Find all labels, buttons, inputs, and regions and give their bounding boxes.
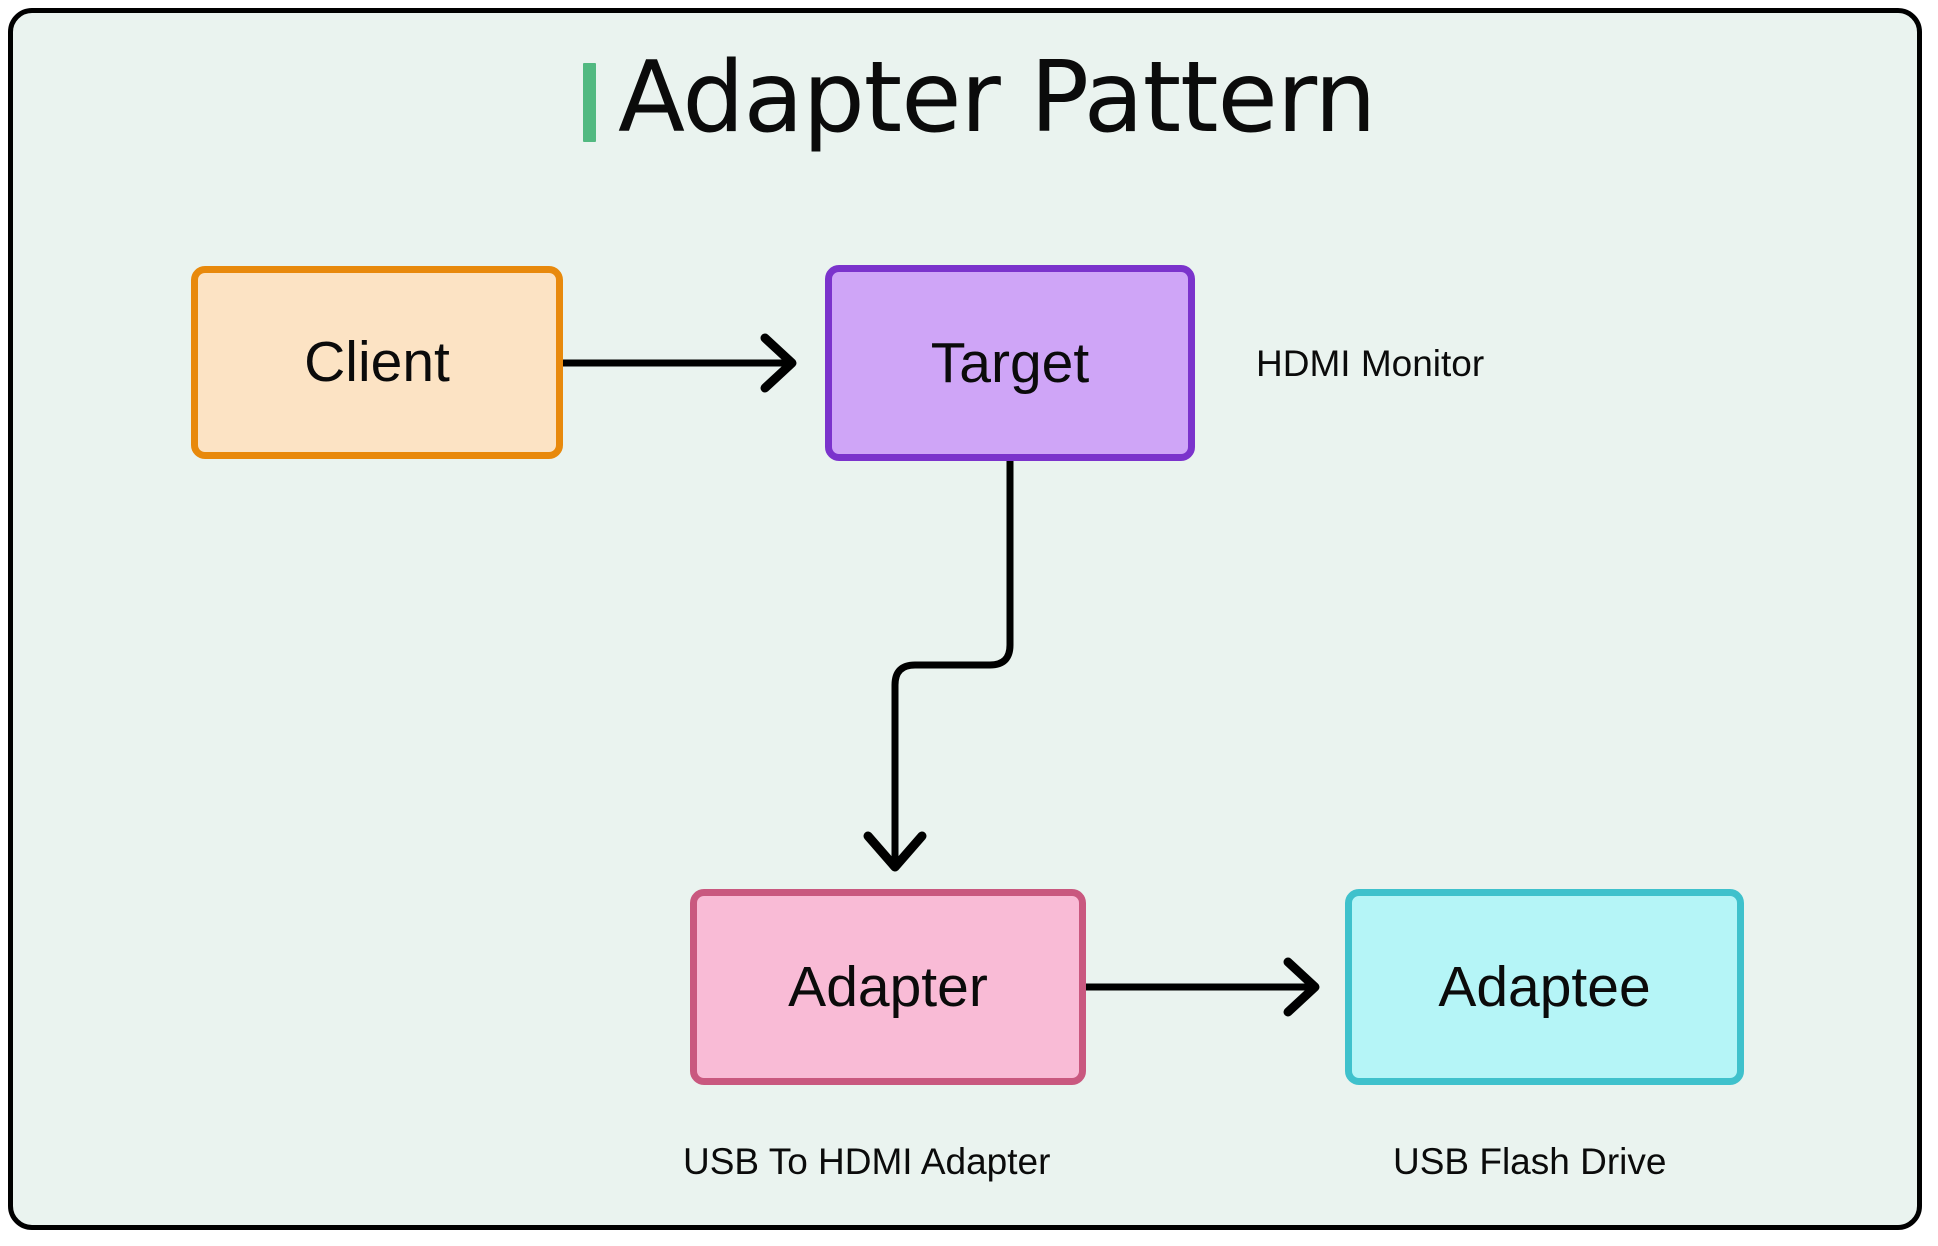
node-target[interactable]: Target xyxy=(825,265,1195,461)
page-title: Adapter Pattern xyxy=(618,41,1377,155)
diagram-title: Adapter Pattern xyxy=(583,41,1377,162)
node-client-label: Client xyxy=(304,330,450,394)
title-accent-bar xyxy=(583,62,596,142)
node-adapter[interactable]: Adapter xyxy=(690,889,1086,1085)
node-adapter-label: Adapter xyxy=(788,954,988,1019)
annotation-adapter-note: USB To HDMI Adapter xyxy=(683,1141,1051,1182)
node-adaptee[interactable]: Adaptee xyxy=(1345,889,1744,1085)
annotation-target-note: HDMI Monitor xyxy=(1256,343,1485,384)
node-target-label: Target xyxy=(930,330,1090,395)
node-adaptee-label: Adaptee xyxy=(1438,954,1651,1019)
annotation-adaptee-note: USB Flash Drive xyxy=(1393,1141,1667,1182)
node-client[interactable]: Client xyxy=(191,266,563,459)
